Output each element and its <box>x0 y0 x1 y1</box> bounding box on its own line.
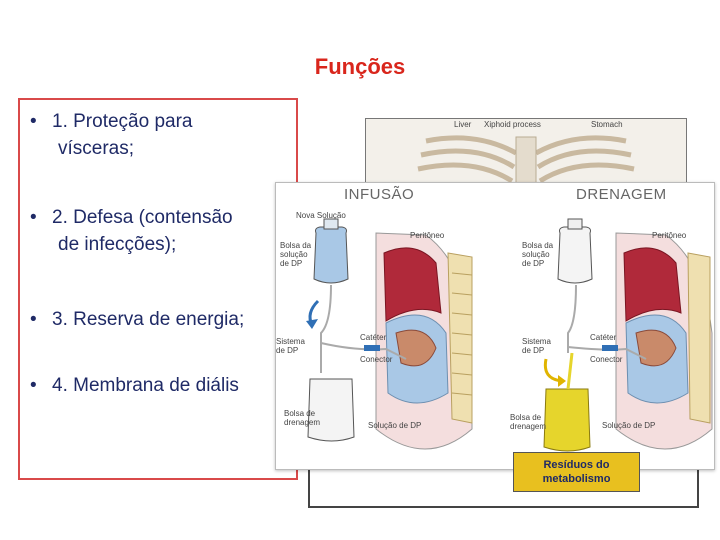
bullet-text: 4. Membrana de diális <box>52 375 239 396</box>
bullet-marker: • <box>30 306 52 333</box>
label-peritoneo: Peritôneo <box>652 231 686 240</box>
label-conector: Conector <box>590 355 622 364</box>
ribs-caption: Stomach <box>591 120 623 129</box>
label-nova-solucao: Nova Solução <box>296 211 346 220</box>
infusion-header: INFUSÃO <box>344 186 414 203</box>
bullet-text-cont: vísceras; <box>30 135 192 162</box>
metabolic-waste-callout: Resíduos do metabolismo <box>513 452 640 492</box>
ribcage-image: Liver Xiphoid process Stomach <box>365 118 687 190</box>
label-cateter: Catéter <box>590 333 616 342</box>
drainage-header: DRENAGEM <box>576 186 667 203</box>
callout-line: metabolismo <box>543 473 611 485</box>
bullet-text-cont: de infecções); <box>30 231 233 258</box>
bullet-text: 1. Proteção para <box>52 111 192 132</box>
bullet-text: 2. Defesa (contensão <box>52 207 233 228</box>
bullet-3: •3. Reserva de energia; <box>30 306 244 333</box>
bullet-marker: • <box>30 108 52 135</box>
label-conector: Conector <box>360 355 392 364</box>
label-cateter: Catéter <box>360 333 386 342</box>
drainage-panel <box>544 219 712 451</box>
bullet-text: 3. Reserva de energia; <box>52 309 244 330</box>
bullet-marker: • <box>30 372 52 399</box>
bullet-1: •1. Proteção para vísceras; <box>30 108 192 162</box>
label-solucao-dp: Solução de DP <box>602 421 655 430</box>
callout-line: Resíduos do <box>543 459 609 471</box>
ribs-caption: Liver <box>454 120 471 129</box>
label-peritoneo: Peritôneo <box>410 231 444 240</box>
ribcage-drawing <box>366 119 686 189</box>
ribs-caption: Xiphoid process <box>484 120 541 129</box>
label-solucao-dp: Solução de DP <box>368 421 421 430</box>
slide-title: Funções <box>0 54 720 80</box>
bullet-box: •1. Proteção para vísceras; •2. Defesa (… <box>18 98 298 480</box>
bullet-4: •4. Membrana de diális <box>30 372 239 399</box>
bullet-2: •2. Defesa (contensão de infecções); <box>30 204 233 258</box>
infusion-panel <box>306 219 472 449</box>
bullet-marker: • <box>30 204 52 231</box>
